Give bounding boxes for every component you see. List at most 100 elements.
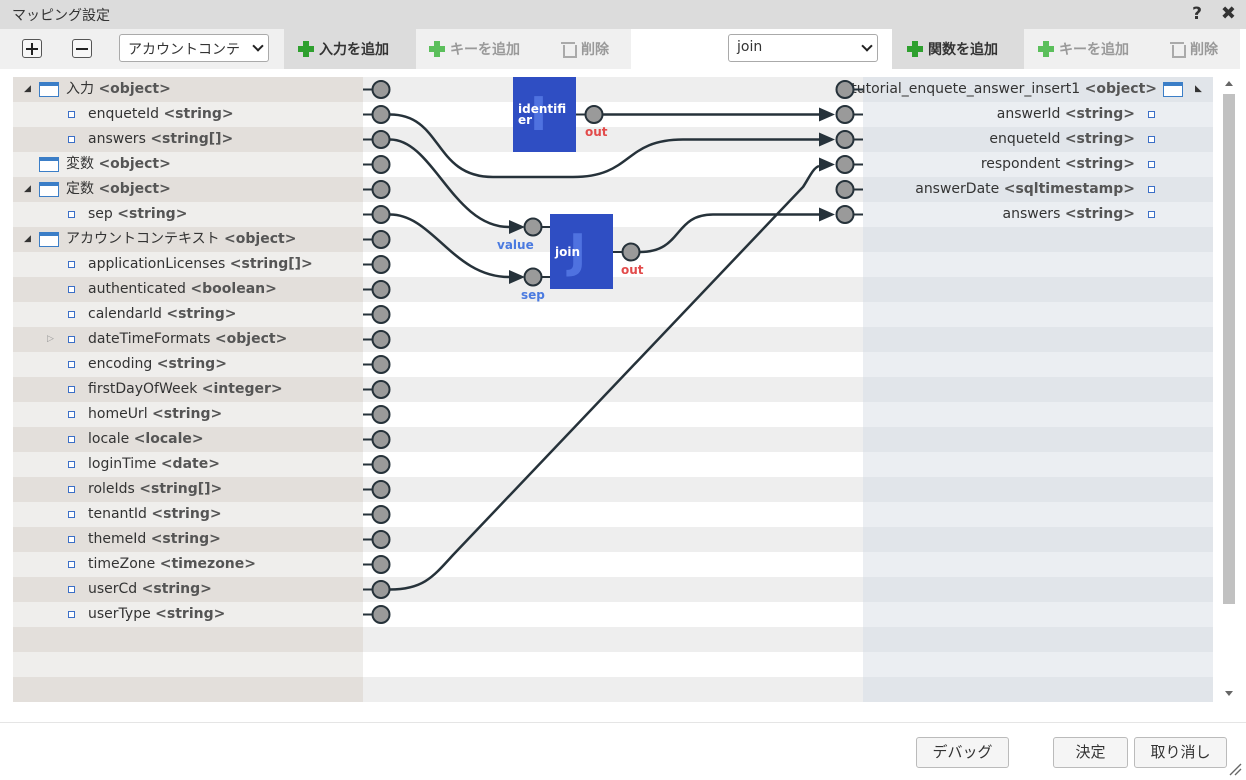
collapse-all-button[interactable] (72, 39, 92, 58)
input-tree-row[interactable]: 変数 <object> (13, 152, 363, 177)
input-port[interactable] (371, 330, 391, 349)
input-port[interactable] (371, 555, 391, 574)
input-tree-row[interactable]: tenantId <string> (13, 502, 363, 527)
input-port[interactable] (371, 130, 391, 149)
help-icon[interactable]: ? (1192, 4, 1202, 24)
add-function-button[interactable]: 関数を追加 (907, 39, 998, 59)
input-port[interactable] (371, 430, 391, 449)
field-type: <string> (1064, 156, 1135, 172)
output-tree-row[interactable]: answerId <string> (863, 102, 1213, 127)
title-bar: マッピング設定 ? ✖ (0, 0, 1246, 29)
input-tree-row[interactable]: loginTime <date> (13, 452, 363, 477)
output-port[interactable] (835, 130, 855, 149)
add-input-button[interactable]: 入力を追加 (298, 39, 389, 59)
output-port[interactable] (835, 105, 855, 124)
field-icon (68, 136, 75, 143)
input-tree-row[interactable]: homeUrl <string> (13, 402, 363, 427)
field-type: <string> (141, 581, 212, 597)
add-key-right-button[interactable]: キーを追加 (1038, 39, 1129, 59)
ok-button[interactable]: 決定 (1053, 737, 1128, 768)
input-port[interactable] (371, 355, 391, 374)
field-name: answerDate (915, 181, 1000, 197)
input-tree-row[interactable]: アカウントコンテキスト <object> (13, 227, 363, 252)
input-tree-row[interactable]: applicationLicenses <string[]> (13, 252, 363, 277)
cancel-button[interactable]: 取り消し (1134, 737, 1227, 768)
input-port[interactable] (371, 505, 391, 524)
input-port[interactable] (371, 280, 391, 299)
input-tree-row[interactable]: calendarId <string> (13, 302, 363, 327)
input-port[interactable] (371, 480, 391, 499)
join-value-port[interactable] (523, 217, 543, 237)
output-tree-row[interactable]: enqueteId <string> (863, 127, 1213, 152)
input-port[interactable] (371, 255, 391, 274)
input-tree-row[interactable]: enqueteId <string> (13, 102, 363, 127)
field-icon (68, 386, 75, 393)
delete-right-button[interactable]: 削除 (1170, 39, 1218, 59)
input-port[interactable] (371, 530, 391, 549)
row-stripe (363, 652, 863, 677)
field-name: answers (1002, 206, 1061, 222)
input-port[interactable] (371, 455, 391, 474)
input-port[interactable] (371, 205, 391, 224)
right-panel-background (863, 77, 1213, 702)
scrollbar-thumb[interactable] (1223, 94, 1235, 604)
output-tree-row[interactable]: respondent <string> (863, 152, 1213, 177)
field-type: <string> (1064, 106, 1135, 122)
input-tree-row[interactable]: dateTimeFormats <object> (13, 327, 363, 352)
input-tree-row[interactable]: sep <string> (13, 202, 363, 227)
join-sep-port[interactable] (523, 267, 543, 287)
close-icon[interactable]: ✖ (1220, 3, 1236, 24)
input-tree-row[interactable]: authenticated <boolean> (13, 277, 363, 302)
input-tree-row[interactable]: timeZone <timezone> (13, 552, 363, 577)
input-port[interactable] (371, 605, 391, 624)
expand-all-button[interactable] (22, 39, 42, 58)
field-type: <string> (152, 406, 223, 422)
output-tree-row[interactable]: tutorial_enquete_answer_insert1 <object>… (851, 77, 1213, 102)
output-port[interactable] (835, 80, 855, 99)
input-tree-row[interactable]: userType <string> (13, 602, 363, 627)
scroll-up-icon[interactable] (1225, 81, 1233, 86)
input-port[interactable] (371, 105, 391, 124)
input-tree-row[interactable]: firstDayOfWeek <integer> (13, 377, 363, 402)
output-tree-row[interactable]: answerDate <sqltimestamp> (863, 177, 1213, 202)
arrow-icon (819, 157, 835, 172)
input-port[interactable] (371, 405, 391, 424)
identifier-out-port[interactable] (584, 105, 604, 124)
function-select[interactable]: join (728, 34, 878, 62)
add-key-left-button[interactable]: キーを追加 (429, 39, 520, 59)
input-context-select[interactable]: アカウントコンテ (119, 34, 269, 62)
input-tree-row[interactable]: roleIds <string[]> (13, 477, 363, 502)
input-tree-row[interactable]: 定数 <object> (13, 177, 363, 202)
input-tree-row[interactable]: answers <string[]> (13, 127, 363, 152)
input-tree-row[interactable]: encoding <string> (13, 352, 363, 377)
input-tree-row[interactable]: themeId <string> (13, 527, 363, 552)
input-port[interactable] (371, 180, 391, 199)
output-port[interactable] (835, 155, 855, 174)
join-out-port[interactable] (621, 242, 641, 262)
input-port[interactable] (371, 155, 391, 174)
debug-button[interactable]: デバッグ (916, 737, 1009, 768)
row-stripe (863, 627, 1213, 652)
input-port[interactable] (371, 80, 391, 99)
scroll-down-icon[interactable] (1225, 691, 1233, 696)
output-port[interactable] (835, 180, 855, 199)
collapse-arrow-icon[interactable]: ◣ (1195, 84, 1202, 94)
output-tree-row[interactable]: answers <string> (863, 202, 1213, 227)
resize-grip-icon[interactable] (1228, 762, 1242, 776)
vertical-scrollbar[interactable] (1221, 77, 1237, 702)
input-port[interactable] (371, 580, 391, 599)
row-stripe (13, 77, 363, 102)
input-port[interactable] (371, 230, 391, 249)
input-tree-row[interactable]: locale <locale> (13, 427, 363, 452)
field-type: <string> (156, 356, 227, 372)
input-port[interactable] (371, 305, 391, 324)
join-function-block[interactable]: J join (550, 214, 613, 289)
input-port[interactable] (371, 380, 391, 399)
input-tree-row[interactable]: 入力 <object> (13, 77, 363, 102)
delete-left-button[interactable]: 削除 (561, 39, 609, 59)
input-tree-row[interactable]: userCd <string> (13, 577, 363, 602)
trash-icon (1170, 41, 1186, 58)
output-port[interactable] (835, 205, 855, 224)
row-stripe (863, 77, 1213, 102)
identifier-function-block[interactable]: I identifier (513, 77, 576, 152)
